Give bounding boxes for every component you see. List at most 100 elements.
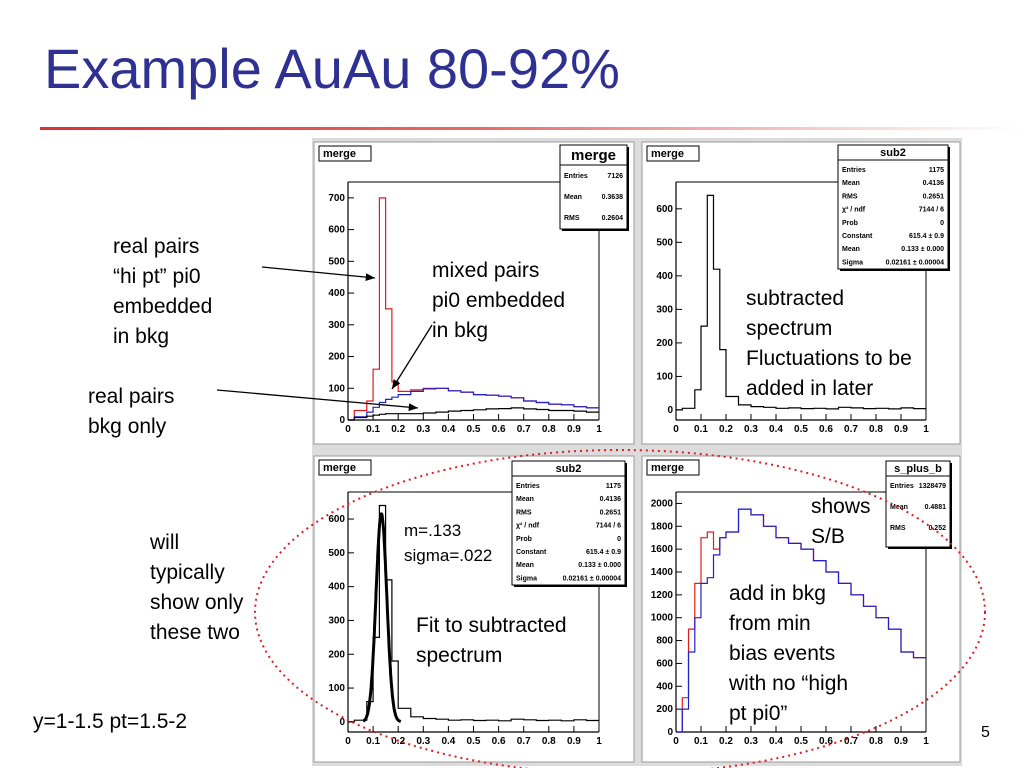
y-tick-label: 800	[656, 636, 673, 647]
series-line-2	[348, 407, 599, 421]
stats-value: 7144 / 6	[596, 523, 621, 530]
stats-key: RMS	[890, 525, 906, 532]
plot-tag-box	[318, 145, 372, 162]
x-tick-label: 0.1	[694, 736, 708, 747]
stats-box	[511, 460, 626, 586]
title-underline	[40, 127, 1024, 130]
x-tick-label: 0.5	[794, 424, 808, 435]
y-tick-label: 400	[656, 681, 673, 692]
stats-value: 1175	[929, 167, 944, 174]
stats-key: Entries	[890, 483, 914, 490]
x-tick-label: 1	[923, 736, 929, 747]
stats-value: 0	[940, 220, 944, 227]
plot-tag-box	[646, 459, 700, 476]
y-tick-label: 1400	[651, 567, 674, 578]
annotation-fit-params: m=.133 sigma=.022	[404, 521, 493, 565]
stats-box	[837, 144, 949, 270]
y-tick-label: 500	[656, 237, 673, 248]
annotation-arrows	[216, 266, 433, 412]
x-tick-label: 0.9	[894, 736, 908, 747]
page-number: 5	[981, 724, 990, 741]
stats-value: 0.2651	[600, 509, 622, 516]
stats-value: 615.4 ± 0.9	[586, 549, 621, 556]
series-line-0	[348, 504, 599, 723]
x-tick-label: 1	[923, 424, 929, 435]
stats-value: 0.3638	[602, 194, 624, 201]
stats-key: χ² / ndf	[842, 207, 866, 214]
stats-key: Mean	[842, 246, 860, 253]
stats-key: Mean	[842, 180, 860, 187]
x-tick-label: 0.5	[467, 424, 481, 435]
y-tick-label: 100	[328, 683, 345, 694]
arrow-mixed-pairs-head	[392, 379, 401, 389]
y-tick-label: 100	[656, 371, 673, 382]
x-tick-label: 1	[596, 736, 602, 747]
stats-key: Sigma	[516, 575, 537, 582]
x-tick-label: 0.3	[416, 424, 430, 435]
x-tick-label: 0.4	[441, 736, 455, 747]
stats-value: 0.4136	[600, 496, 622, 503]
y-tick-label: 1200	[651, 590, 674, 601]
stats-title: merge	[571, 147, 616, 164]
stats-value: 0.2604	[602, 215, 624, 222]
stats-key: Mean	[516, 496, 534, 503]
stats-value: 0.133 ± 0.000	[578, 562, 621, 569]
plot-tag-box	[646, 145, 700, 162]
y-tick-label: 200	[656, 338, 673, 349]
y-tick-label: 400	[328, 288, 345, 299]
annotation-fit-label: Fit to subtracted spectrum	[416, 614, 567, 667]
stats-key: χ² / ndf	[516, 523, 540, 530]
annotation-mixed-pairs: mixed pairs pi0 embedded in bkg	[432, 259, 566, 342]
stats-value: 0.4136	[923, 180, 945, 187]
y-tick-label: 500	[328, 256, 345, 267]
x-tick-label: 0.6	[492, 736, 506, 747]
y-tick-label: 300	[328, 615, 345, 626]
y-tick-label: 200	[656, 704, 673, 715]
x-tick-label: 1	[596, 424, 602, 435]
plot-tag-label: merge	[651, 462, 684, 474]
stats-value: 615.4 ± 0.9	[909, 233, 944, 240]
annotation-real-pairs-hi-pt: real pairs “hi pt” pi0 embedded in bkg	[113, 235, 213, 348]
arrow-mixed-pairs	[391, 324, 433, 390]
y-tick-label: 200	[328, 352, 345, 363]
stats-key: Prob	[516, 536, 532, 543]
x-tick-label: 0.6	[819, 736, 833, 747]
x-tick-label: 0	[673, 424, 679, 435]
y-tick-label: 1000	[651, 613, 674, 624]
plot-tag-label: merge	[323, 462, 356, 474]
stats-title: sub2	[556, 463, 582, 475]
annotation-add-bkg: add in bkg from min bias events with no …	[729, 582, 849, 725]
x-tick-label: 0.3	[744, 424, 758, 435]
y-tick-label: 0	[339, 415, 345, 426]
y-tick-label: 600	[328, 225, 345, 236]
stats-key: Entries	[564, 173, 588, 180]
stats-value: 0.2651	[923, 193, 945, 200]
y-tick-label: 2000	[651, 498, 674, 509]
stats-box	[559, 144, 628, 230]
x-tick-label: 0	[345, 736, 351, 747]
stats-value: 0.4881	[925, 504, 947, 511]
stats-value: 0.252	[928, 525, 946, 532]
y-tick-label: 0	[667, 405, 673, 416]
plot-tag-box	[318, 459, 372, 476]
x-tick-label: 0	[345, 424, 351, 435]
stats-key: Mean	[890, 504, 908, 511]
stats-key: Sigma	[842, 259, 863, 266]
annotation-will-show: will typically show only these two	[150, 531, 244, 644]
y-tick-label: 600	[328, 514, 345, 525]
x-tick-label: 0.2	[719, 736, 733, 747]
x-tick-label: 0.9	[894, 424, 908, 435]
x-tick-label: 0.7	[517, 424, 531, 435]
stats-key: Entries	[516, 483, 540, 490]
y-tick-label: 700	[328, 193, 345, 204]
stats-key: Constant	[842, 233, 873, 240]
stats-key: RMS	[842, 193, 858, 200]
x-tick-label: 0.6	[492, 424, 506, 435]
y-tick-label: 400	[328, 582, 345, 593]
stats-value: 0.133 ± 0.000	[901, 246, 944, 253]
y-tick-label: 0	[667, 727, 673, 738]
stats-key: RMS	[516, 509, 532, 516]
x-tick-label: 0	[673, 736, 679, 747]
